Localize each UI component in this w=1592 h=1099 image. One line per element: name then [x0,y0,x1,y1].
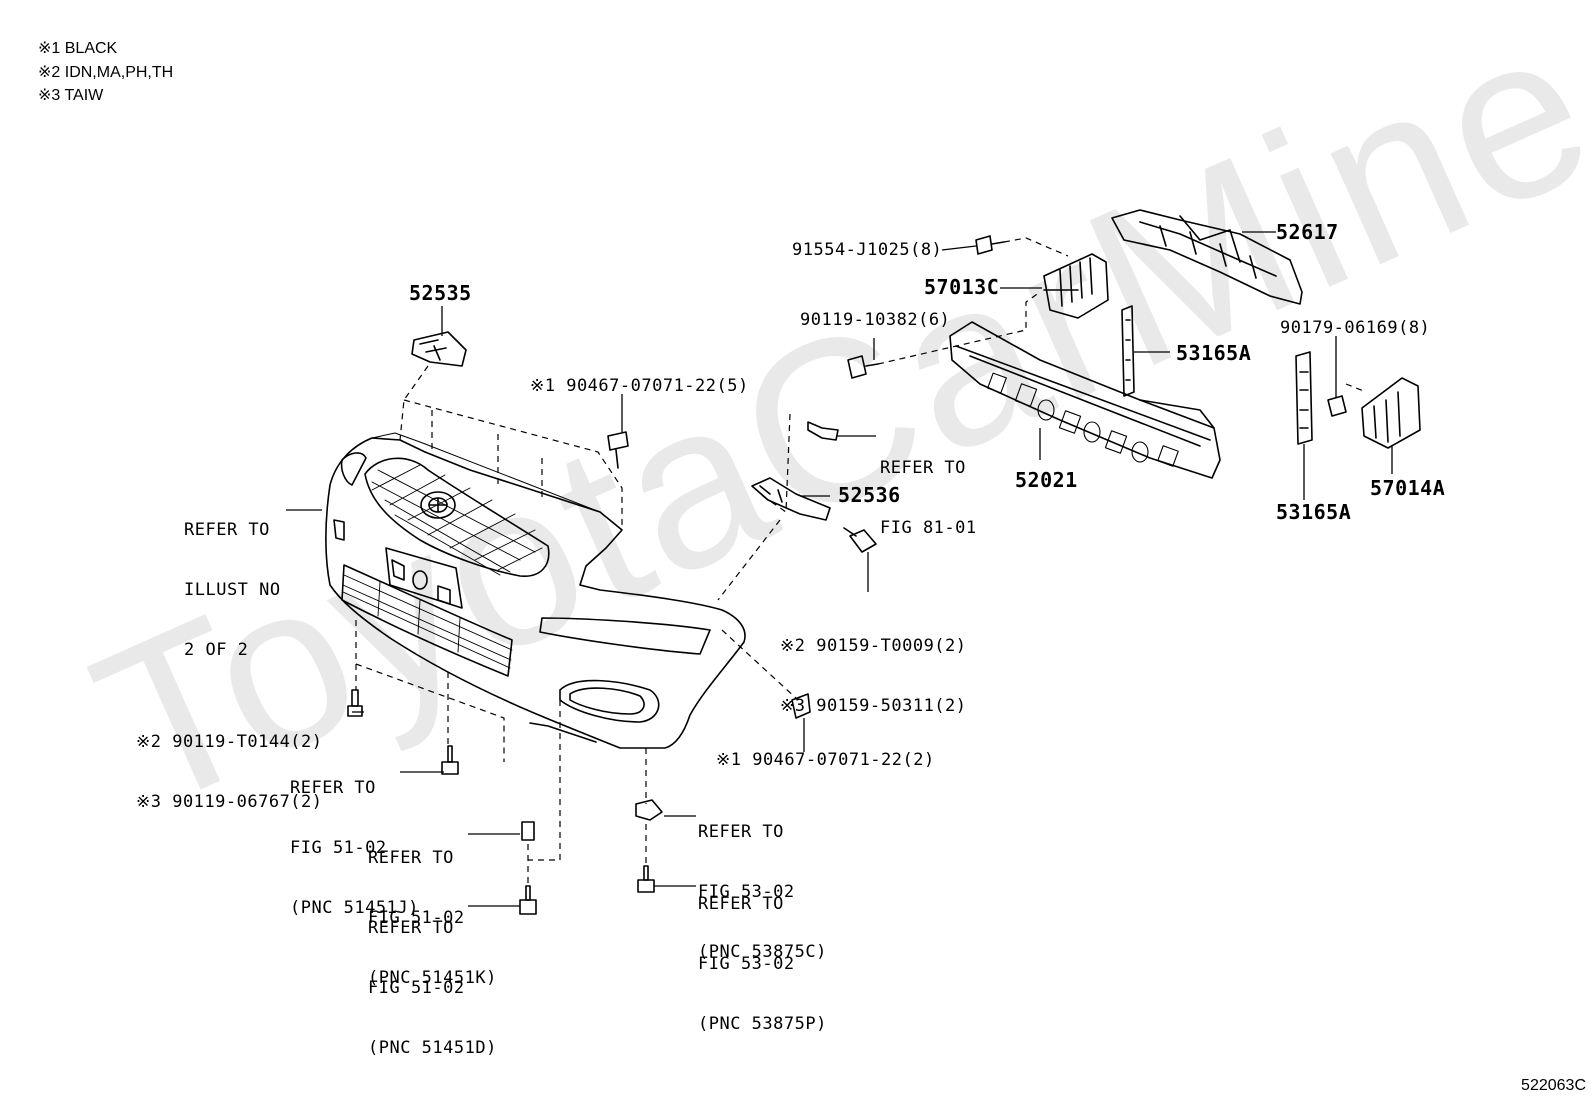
clip-53875C[interactable] [635,799,663,821]
absorber-52617-part[interactable] [1111,209,1303,305]
label-90119-T0144: ※2 90119-T0144(2) ※3 90119-06767(2) [136,732,323,812]
legend-notes: ※1 BLACK ※2 IDN,MA,PH,TH ※3 TAIW [38,37,173,108]
retainer-53165A-upper-part[interactable] [1121,305,1135,397]
label-90467-top: ※1 90467-07071-22(5) [530,376,749,396]
clip-90467-top[interactable] [607,431,629,469]
nut-90179-06169[interactable] [1327,395,1347,417]
bolt-51451D[interactable] [519,885,537,915]
bracket-52535-part[interactable] [411,331,467,367]
bracket-52536-part[interactable] [751,477,831,521]
label-refer-51451D: REFER TO FIG 51-02 (PNC 51451D) [368,918,497,1058]
clip-90467-bottom[interactable] [791,693,811,719]
screw-53875P[interactable] [637,865,655,893]
reinforcement-52021-part[interactable] [949,321,1221,479]
label-refer-53875P: REFER TO FIG 53-02 (PNC 53875P) [698,894,827,1034]
label-refer-51451K: REFER TO FIG 51-02 (PNC 51451K) [368,848,497,988]
bracket-57013C-part[interactable] [1043,253,1109,319]
screw-51451J[interactable] [441,745,459,775]
label-52021: 52021 [1015,468,1078,492]
screw-90159[interactable] [843,527,877,553]
leader-lines [286,231,1393,907]
label-57014A: 57014A [1370,476,1446,500]
nut-51451K[interactable] [521,821,535,841]
label-53165A-lower: 53165A [1276,500,1352,524]
screw-refer-81[interactable] [807,421,839,441]
label-57013C: 57013C [924,275,1000,299]
figure-code: 522063C [1521,1077,1586,1094]
assembly-dashed-lines [355,237,1367,886]
fastener-91554-J1025[interactable] [975,235,1005,255]
note-2: ※2 IDN,MA,PH,TH [38,63,174,81]
label-refer-51451J: REFER TO FIG 51-02 (PNC 51451J) [290,778,419,918]
label-91554: 91554-J1025(8) [792,240,943,260]
label-refer-53875C: REFER TO FIG 53-02 (PNC 53875C) [698,822,827,962]
bumper-cover-part[interactable] [325,432,746,749]
label-refer-illust: REFER TO ILLUST NO 2 OF 2 [184,520,281,660]
retainer-53165A-lower-part[interactable] [1295,351,1313,445]
label-90159: ※2 90159-T0009(2) ※3 90159-50311(2) [780,636,967,716]
label-52535: 52535 [409,281,472,305]
bracket-57014A-part[interactable] [1361,377,1421,449]
label-90467-bottom: ※1 90467-07071-22(2) [716,750,935,770]
label-90119-10382: 90119-10382(6) [800,310,951,330]
note-3: ※3 TAIW [38,87,104,104]
fastener-90119-10382[interactable] [847,355,879,379]
label-52617: 52617 [1276,220,1339,244]
note-1: ※1 BLACK [38,40,118,57]
label-refer-81: REFER TO FIG 81-01 [880,458,977,538]
label-53165A-upper: 53165A [1176,341,1252,365]
label-52536: 52536 [838,483,901,507]
label-90179: 90179-06169(8) [1280,318,1431,338]
